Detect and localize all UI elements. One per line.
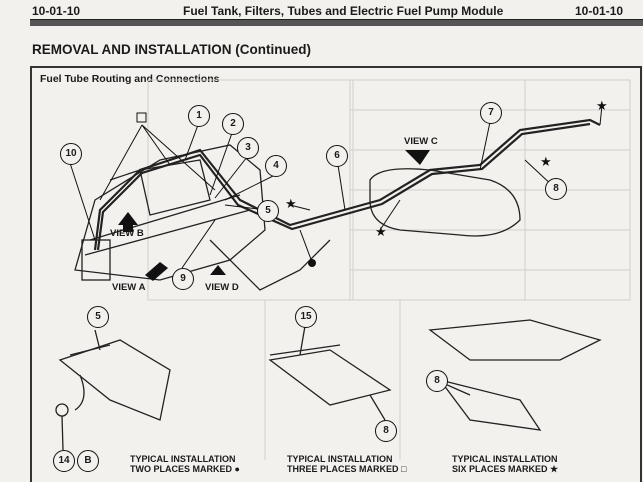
view-a-label: VIEW A bbox=[112, 282, 146, 293]
caption-three-places: TYPICAL INSTALLATION THREE PLACES MARKED… bbox=[287, 454, 406, 474]
callout-10: 10 bbox=[60, 143, 82, 165]
view-a-arrow-icon bbox=[145, 262, 168, 281]
view-d-label: VIEW D bbox=[205, 282, 239, 293]
caption-line: TYPICAL INSTALLATION bbox=[287, 454, 393, 464]
bleed-through-table-lines bbox=[147, 79, 631, 460]
callout-8-detail: 8 bbox=[426, 370, 448, 392]
dot-marker-icon bbox=[308, 259, 316, 267]
star-marker-icon: ★ bbox=[285, 196, 297, 211]
figure-title: Fuel Tube Routing and Connections bbox=[40, 73, 220, 85]
callout-2: 2 bbox=[222, 113, 244, 135]
star-marker-icon: ★ bbox=[596, 98, 608, 113]
callout-1: 1 bbox=[188, 105, 210, 127]
view-c-label: VIEW C bbox=[404, 136, 438, 147]
callout-7: 7 bbox=[480, 102, 502, 124]
square-marker-icon bbox=[136, 112, 147, 123]
vehicle-body-sketch bbox=[74, 144, 331, 291]
page-number-right: 10-01-10 bbox=[575, 4, 624, 18]
star-marker-icon: ★ bbox=[550, 464, 559, 474]
page-header-title: Fuel Tank, Filters, Tubes and Electric F… bbox=[183, 4, 504, 18]
page-number-left: 10-01-10 bbox=[32, 4, 81, 18]
callout-5: 5 bbox=[257, 200, 279, 222]
dot-marker-icon: ● bbox=[234, 464, 240, 474]
fuel-tank bbox=[369, 168, 521, 237]
star-marker-icon: ★ bbox=[540, 154, 552, 169]
square-marker-icon: □ bbox=[401, 464, 407, 474]
callout-5-detail: 5 bbox=[87, 306, 109, 328]
caption-two-places: TYPICAL INSTALLATION TWO PLACES MARKED ● bbox=[130, 454, 240, 474]
caption-line: THREE PLACES MARKED bbox=[287, 464, 399, 474]
callout-9: 9 bbox=[172, 268, 194, 290]
star-marker-icon: ★ bbox=[375, 224, 387, 239]
callout-8: 8 bbox=[545, 178, 567, 200]
callout-4: 4 bbox=[265, 155, 287, 177]
caption-line: TYPICAL INSTALLATION bbox=[130, 454, 236, 464]
callout-3: 3 bbox=[237, 137, 259, 159]
leader-lines bbox=[69, 104, 603, 269]
section-title: REMOVAL AND INSTALLATION (Continued) bbox=[32, 42, 311, 57]
view-c-arrow-icon bbox=[405, 150, 430, 165]
caption-line: SIX PLACES MARKED bbox=[452, 464, 548, 474]
view-b-arrow-icon bbox=[118, 212, 138, 232]
callout-14: 14 bbox=[53, 450, 75, 472]
figure-frame bbox=[30, 66, 642, 482]
callout-6: 6 bbox=[326, 145, 348, 167]
header-rule bbox=[30, 19, 643, 26]
callout-8-detail-2: 8 bbox=[375, 420, 397, 442]
callout-15: 15 bbox=[295, 306, 317, 328]
caption-six-places: TYPICAL INSTALLATION SIX PLACES MARKED ★ bbox=[452, 454, 558, 474]
view-b-label: VIEW B bbox=[110, 228, 144, 239]
callout-b: B bbox=[77, 450, 99, 472]
fuel-tubes bbox=[93, 118, 601, 251]
detail-sketches bbox=[55, 319, 602, 451]
caption-line: TWO PLACES MARKED bbox=[130, 464, 232, 474]
caption-line: TYPICAL INSTALLATION bbox=[452, 454, 558, 464]
marker-symbols: ★ ★ ★ ★ bbox=[118, 98, 608, 281]
view-d-arrow-icon bbox=[210, 265, 226, 275]
